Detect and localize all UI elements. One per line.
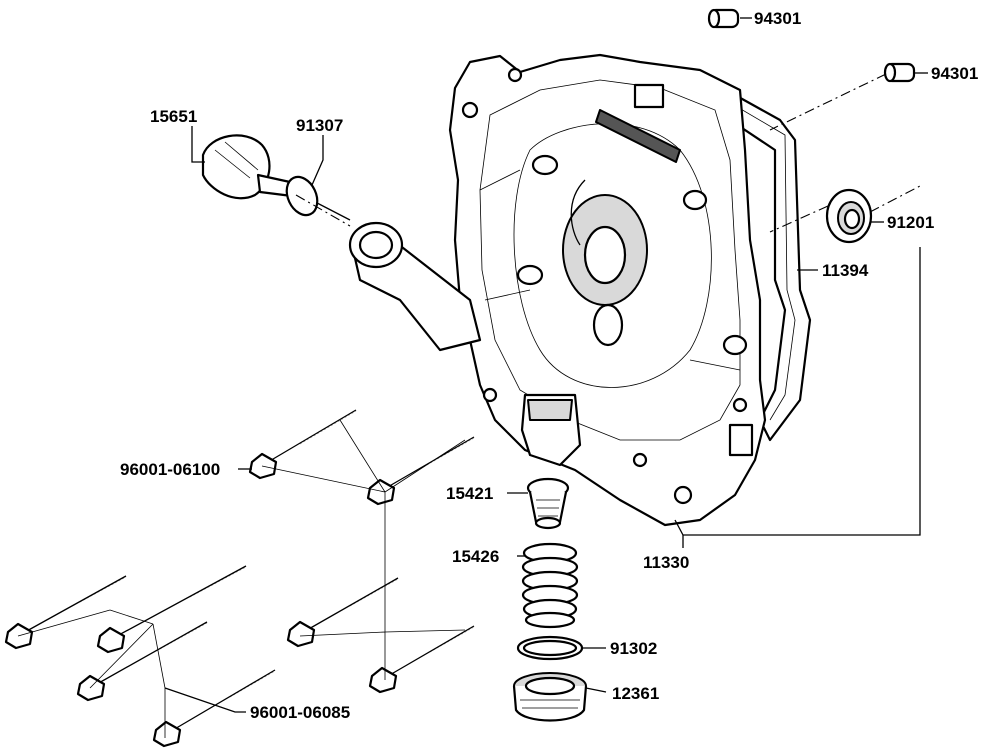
plug-12361 (512, 672, 588, 722)
case-11330 (348, 53, 767, 527)
dowel-94301-a (707, 8, 740, 29)
label-94301-right: 94301 (931, 64, 978, 83)
oring-91302 (516, 635, 584, 661)
label-96001-06085: 96001-06085 (250, 703, 350, 722)
bolt-96001-06085-c (76, 621, 208, 702)
leader-lines (17, 17, 928, 738)
label-12361: 12361 (612, 684, 659, 703)
bolt-96001-06085-d (152, 669, 276, 748)
label-11330: 11330 (643, 553, 689, 572)
label-91307: 91307 (296, 116, 343, 135)
label-15426: 15426 (452, 547, 499, 566)
bolt-96001-06085-f (368, 625, 475, 694)
strainer-15421 (526, 477, 570, 530)
oring-91307 (285, 175, 319, 217)
label-91302: 91302 (610, 639, 657, 658)
seal-91201 (825, 188, 873, 244)
label-96001-06100: 96001-06100 (120, 460, 220, 479)
bolt-96001-06085-e (286, 577, 399, 648)
dipstick-15651 (201, 134, 351, 221)
label-91201: 91201 (887, 213, 934, 232)
label-15651: 15651 (150, 107, 197, 126)
bolt-96001-06085-b (96, 565, 247, 654)
label-15421: 15421 (446, 484, 493, 503)
spring-15426 (521, 542, 579, 629)
dowel-94301-b (883, 62, 916, 83)
label-94301-top: 94301 (754, 9, 801, 28)
label-11394: 11394 (822, 261, 869, 280)
